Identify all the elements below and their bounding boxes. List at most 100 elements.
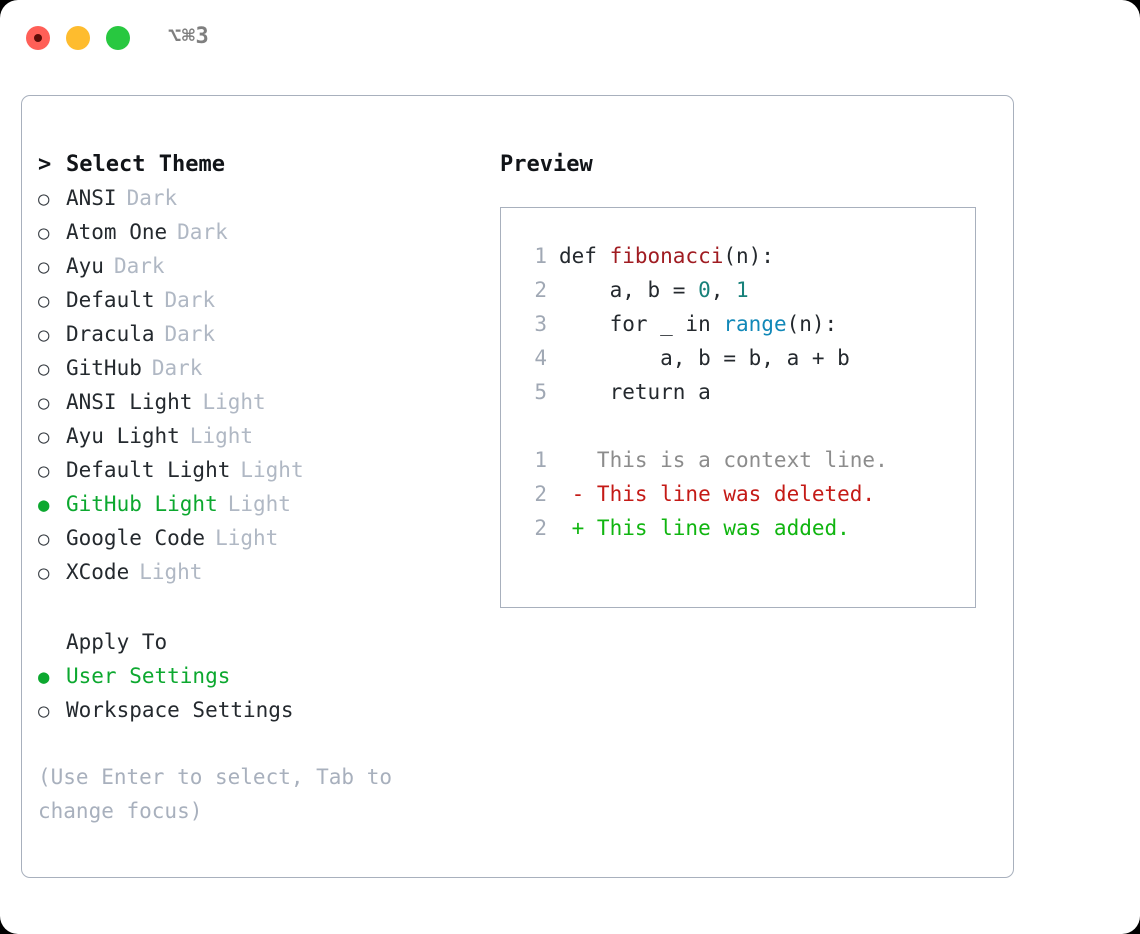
code-token-plain: (n): — [723, 244, 774, 268]
select-theme-heading: > Select Theme — [38, 152, 478, 186]
code-token-num: 0 — [698, 278, 711, 302]
code-token-ctx: This is a context line. — [559, 448, 888, 472]
code-line: 2 a, b = 0, 1 — [501, 278, 975, 312]
code-line: 1 This is a context line. — [501, 448, 975, 482]
code-token-call: range — [723, 312, 787, 336]
theme-name: ANSI Light — [66, 390, 193, 414]
code-token-add: + This line was added. — [559, 516, 850, 540]
theme-category-badge: Dark — [164, 288, 216, 312]
code-token-plain: a, b = — [559, 278, 699, 302]
radio-unselected-icon[interactable]: ○ — [38, 222, 50, 244]
code-line — [501, 414, 975, 448]
radio-unselected-icon[interactable]: ○ — [38, 426, 50, 448]
code-token-plain: def — [559, 244, 610, 268]
line-number: 1 — [534, 448, 547, 472]
code-line: 3 for _ in range(n): — [501, 312, 975, 346]
code-token-plain: (n): — [786, 312, 838, 336]
code-line: 1 def fibonacci(n): — [501, 244, 975, 278]
line-number: 4 — [534, 346, 547, 370]
theme-name: Atom One — [66, 220, 168, 244]
theme-category-badge: Light — [215, 526, 279, 550]
radio-unselected-icon[interactable]: ○ — [38, 358, 50, 380]
caret-icon: > — [38, 152, 52, 177]
code-token-num: 1 — [736, 278, 749, 302]
keyboard-shortcut-label: ⌥⌘3 — [168, 24, 210, 49]
theme-name: Ayu Light — [66, 424, 180, 448]
radio-unselected-icon[interactable]: ○ — [38, 528, 50, 550]
radio-unselected-icon[interactable]: ○ — [38, 256, 50, 278]
theme-name: ANSI — [66, 186, 117, 210]
theme-name: Ayu — [66, 254, 104, 278]
code-token-plain: return a — [559, 380, 711, 404]
line-number: 3 — [534, 312, 547, 336]
code-token-plain: , — [710, 278, 737, 302]
radio-unselected-icon[interactable]: ○ — [38, 562, 50, 584]
close-button-icon[interactable] — [26, 26, 50, 50]
theme-category-badge: Dark — [126, 186, 178, 210]
theme-list-item[interactable]: ○ Atom One Dark — [38, 220, 478, 254]
code-token-func: fibonacci — [609, 244, 724, 268]
radio-unselected-icon[interactable]: ○ — [38, 324, 50, 346]
line-number: 2 — [534, 516, 547, 540]
apply-to-list: ● User Settings ○ Workspace Settings — [38, 664, 478, 732]
theme-list-item[interactable]: ○ GitHub Dark — [38, 356, 478, 390]
theme-list-item[interactable]: ○ Ayu Light Light — [38, 424, 478, 458]
theme-list-item[interactable]: ○ Default Light Light — [38, 458, 478, 492]
theme-list-item[interactable]: ○ ANSI Dark — [38, 186, 478, 220]
radio-unselected-icon[interactable]: ○ — [38, 188, 50, 210]
theme-category-badge: Dark — [164, 322, 216, 346]
section-spacer — [38, 594, 478, 630]
apply-to-option[interactable]: ○ Workspace Settings — [38, 698, 478, 732]
code-line: 2 - This line was deleted. — [501, 482, 975, 516]
theme-list-item[interactable]: ○ XCode Light — [38, 560, 478, 594]
radio-selected-icon[interactable]: ● — [38, 494, 50, 516]
preview-title: Preview — [500, 152, 593, 177]
theme-category-badge: Dark — [177, 220, 228, 244]
radio-unselected-icon[interactable]: ○ — [38, 700, 50, 722]
radio-unselected-icon[interactable]: ○ — [38, 392, 50, 414]
apply-to-option[interactable]: ● User Settings — [38, 664, 478, 698]
theme-list-item[interactable]: ○ Ayu Dark — [38, 254, 478, 288]
theme-name: GitHub — [66, 356, 142, 380]
radio-unselected-icon[interactable]: ○ — [38, 460, 50, 482]
theme-list-item[interactable]: ● GitHub Light Light — [38, 492, 478, 526]
title-bar: ⌥⌘3 — [0, 0, 1140, 78]
code-token-del: - This line was deleted. — [559, 482, 876, 506]
keyboard-hint-text: (Use Enter to select, Tab to change focu… — [38, 765, 405, 823]
apply-to-option-label: Workspace Settings — [66, 698, 294, 722]
line-number: 1 — [534, 244, 547, 268]
theme-name: Default — [66, 288, 155, 312]
radio-unselected-icon[interactable]: ○ — [38, 290, 50, 312]
minimize-button-icon[interactable] — [66, 26, 90, 50]
apply-to-heading-label: Apply To — [66, 630, 168, 654]
code-line: 2 + This line was added. — [501, 516, 975, 550]
theme-category-badge: Light — [227, 492, 291, 516]
theme-name: GitHub Light — [66, 492, 218, 516]
radio-selected-icon[interactable]: ● — [38, 666, 50, 688]
apply-to-option-label: User Settings — [66, 664, 231, 688]
theme-category-badge: Light — [139, 560, 203, 584]
theme-name: Default Light — [66, 458, 231, 482]
select-theme-heading-label: Select Theme — [66, 152, 225, 177]
window-controls — [26, 26, 130, 50]
code-line: 5 return a — [501, 380, 975, 414]
theme-category-badge: Light — [189, 424, 254, 448]
maximize-button-icon[interactable] — [106, 26, 130, 50]
theme-name: XCode — [66, 560, 130, 584]
theme-category-badge: Dark — [113, 254, 165, 278]
theme-category-badge: Light — [240, 458, 304, 482]
theme-list-item[interactable]: ○ Default Dark — [38, 288, 478, 322]
code-line: 4 a, b = b, a + b — [501, 346, 975, 380]
theme-category-badge: Dark — [151, 356, 203, 380]
line-number: 5 — [534, 380, 547, 404]
apply-to-heading: Apply To — [38, 630, 478, 664]
